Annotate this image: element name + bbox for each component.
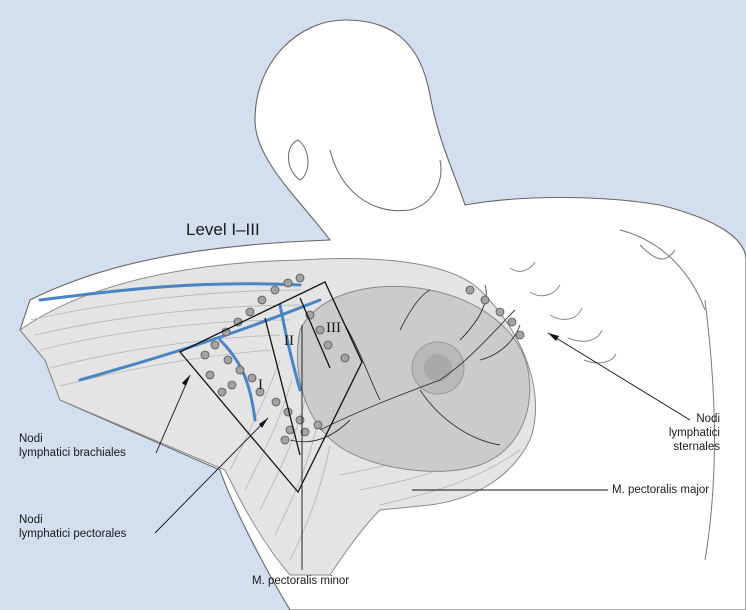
level-ii-label: II [284, 333, 294, 349]
lymph-node [227, 380, 237, 390]
lymph-node [280, 435, 290, 445]
nodi-sternales-line-3: sternales [673, 441, 720, 453]
pectoralis-major-label: M. pectoralis major [612, 484, 710, 496]
lymph-node [295, 415, 305, 425]
lymph-node [495, 307, 505, 317]
pectoralis-minor-label: M. pectoralis minor [252, 575, 350, 587]
lymph-node [313, 420, 323, 430]
jaw-outline [329, 149, 442, 212]
level-iii-label: III [326, 320, 341, 336]
rib-contours [509, 261, 617, 364]
nodi-pectorales-label: Nodi lymphatici pectorales [19, 513, 126, 541]
level-divider-2 [299, 297, 331, 369]
level-frames [178, 281, 363, 494]
nodi-brachiales-label: Nodi lymphatici brachiales [19, 432, 126, 460]
level-divider-1 [264, 317, 301, 456]
level-frame-outer [178, 281, 363, 494]
nodi-sternales-line-2: lymphatici [668, 427, 720, 439]
lymph-node [210, 340, 220, 350]
lymph-node [223, 355, 233, 365]
leader-lines [154, 325, 691, 570]
lymph-node [480, 295, 490, 305]
lymph-node [270, 285, 280, 295]
muscle-fibers [29, 289, 521, 561]
muscle-fiber [229, 359, 281, 471]
lymph-node [507, 317, 517, 327]
nodi-sternales-line-1: Nodi [696, 413, 720, 425]
lymph-node [315, 325, 325, 335]
nodi-brachiales-line-2: lymphatici brachiales [19, 447, 126, 459]
lymph-vessels-breast [289, 284, 521, 446]
nodi-pectorales-line-2: lymphatici pectorales [19, 528, 127, 540]
lymph-node [245, 307, 255, 317]
nodi-pectorales-line-1: Nodi [19, 514, 43, 526]
lymph-node [340, 353, 350, 363]
level-i-label: I [258, 377, 263, 393]
lymph-nodes [200, 273, 525, 445]
nodi-brachiales-line-1: Nodi [19, 433, 43, 445]
leader-sternales [547, 332, 691, 421]
lymph-node [515, 330, 525, 340]
lymph-node [300, 427, 310, 437]
muscle-fiber [379, 449, 521, 506]
muscle-fiber [39, 319, 291, 351]
lymph-node [217, 387, 227, 397]
level-title: Level I–III [186, 220, 260, 239]
leader-brachiales [155, 374, 191, 454]
muscle-fiber [34, 304, 301, 336]
lymph-node [255, 387, 265, 397]
lymph-node [465, 285, 475, 295]
lymph-node [271, 397, 281, 407]
muscle-fiber [49, 334, 281, 369]
lymph-node [247, 373, 257, 383]
lymph-node [257, 295, 267, 305]
leader-pectorales [154, 417, 269, 534]
lymph-node [283, 278, 293, 288]
nipple [424, 354, 452, 382]
arm-contour [704, 299, 715, 561]
lymph-node [235, 365, 245, 375]
breast [296, 285, 531, 472]
ear-outline [288, 139, 309, 181]
muscle-fiber [289, 444, 331, 561]
shoulder-contour [619, 229, 706, 311]
muscle-fiber [274, 419, 319, 536]
leader-arrowheads [182, 333, 559, 428]
nodi-sternales-label: Nodi lymphatici sternales [640, 412, 720, 454]
lymph-node [200, 350, 210, 360]
muscle-fiber [244, 379, 293, 491]
lymph-node [205, 370, 215, 380]
muscle-fiber [29, 289, 301, 321]
lymph-node [295, 273, 305, 283]
lymph-node [323, 340, 333, 350]
